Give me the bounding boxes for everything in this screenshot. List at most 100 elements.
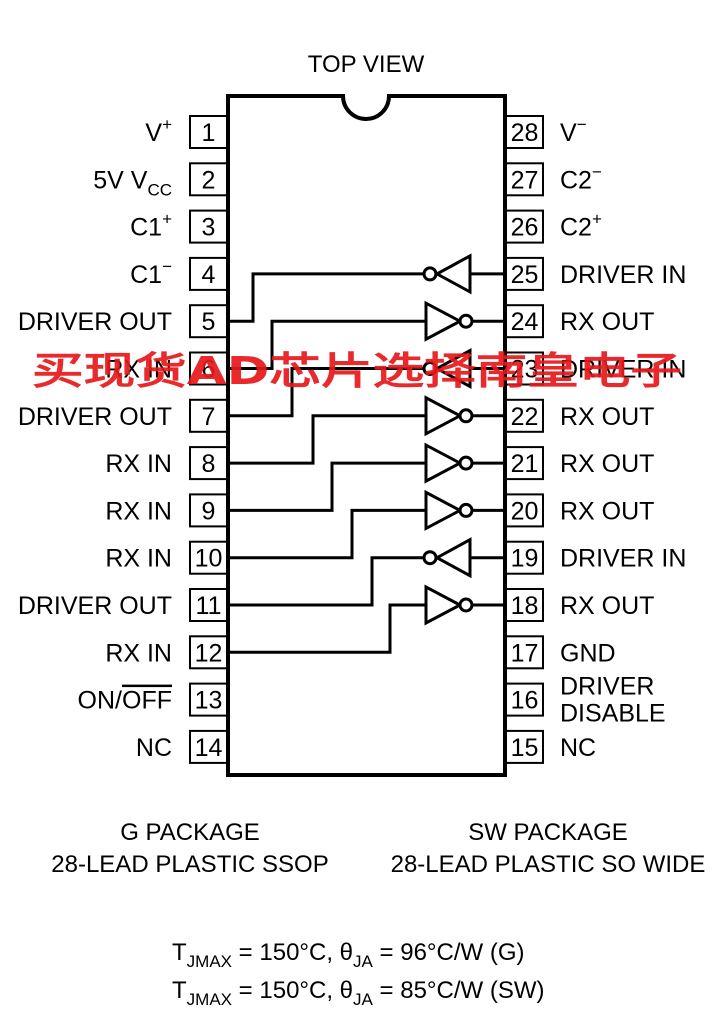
left-pin-label-2: 5V VCC <box>93 166 172 199</box>
receiver-gate-7 <box>424 584 464 626</box>
left-pin-text-3: C1 <box>130 214 162 242</box>
left-pin-text-14: NC <box>136 734 172 762</box>
left-pin-text-6: RX IN <box>105 356 172 384</box>
left-pin-number-14: 14 <box>195 734 223 762</box>
thermal-g-t: T <box>172 939 187 966</box>
left-pin-label-8: RX IN <box>105 450 172 478</box>
right-pin-number-17: 17 <box>511 639 539 667</box>
left-pin-label-5: DRIVER OUT <box>18 308 172 336</box>
receiver-bubble-5 <box>458 502 474 518</box>
receiver-bubble-1 <box>458 313 474 329</box>
watermark-text: 买现货AD芯片选择南皇电子 <box>32 349 682 393</box>
right-pin-box-15 <box>505 729 544 764</box>
left-pin-text-10: RX IN <box>105 545 172 573</box>
left-pin-overline-13: OFF <box>122 687 172 715</box>
right-pin-text-25: DRIVER IN <box>560 261 686 289</box>
driver-bubble-0 <box>422 266 438 282</box>
left-pin-box-5 <box>189 304 228 339</box>
right-pin-text-20: RX OUT <box>560 497 654 525</box>
right-pin-text-23: DRIVER IN <box>560 356 686 384</box>
left-pin-text-7: DRIVER OUT <box>18 403 172 431</box>
left-pin-label-1: V+ <box>145 115 172 147</box>
right-pin-number-21: 21 <box>511 450 539 478</box>
right-pin-text-28: V <box>560 119 577 147</box>
receiver-gate-1 <box>424 300 464 342</box>
right-pin-label-18: RX OUT <box>560 592 654 620</box>
right-pin-label-26: C2+ <box>560 210 602 242</box>
left-pin-label-12: RX IN <box>105 639 172 667</box>
left-pin-box-8 <box>189 446 228 481</box>
right-pin-box-25 <box>505 256 544 291</box>
left-pin-box-13 <box>189 682 228 717</box>
right-pin-text-24: RX OUT <box>560 308 654 336</box>
left-pin-sup-3: + <box>162 210 172 229</box>
thermal-g-a: = 150°C, θ <box>232 939 353 966</box>
left-pin-sup-1: + <box>162 115 172 134</box>
right-pin-text-21: RX OUT <box>560 450 654 478</box>
receiver-gate-5 <box>424 489 464 531</box>
right-pin-box-28 <box>505 115 544 149</box>
right-pin-label-25: DRIVER IN <box>560 261 686 289</box>
left-pin-text-13: ON/ <box>78 687 123 715</box>
left-pin-text-2: 5V V <box>93 166 148 194</box>
driver-gate-2 <box>433 347 472 390</box>
left-pin-label-14: NC <box>136 734 172 762</box>
package-left-line1: G PACKAGE <box>120 819 260 846</box>
left-pin-number-12: 12 <box>195 639 223 667</box>
left-pin-number-8: 8 <box>202 450 216 478</box>
thermal-sw-b: = 85°C/W (SW) <box>373 977 545 1004</box>
left-pin-label-3: C1+ <box>130 210 172 242</box>
right-pin-number-15: 15 <box>511 734 539 762</box>
left-pin-box-9 <box>189 493 228 528</box>
right-pin-sup-27: − <box>592 162 602 181</box>
receiver-bubble-3 <box>458 408 474 424</box>
right-pin-box-26 <box>505 209 544 244</box>
wire-3 <box>229 414 426 465</box>
left-pin-box-4 <box>189 256 228 291</box>
left-pin-number-13: 13 <box>195 687 223 715</box>
right-pin-text-22: RX OUT <box>560 403 654 431</box>
ic-body <box>226 94 507 777</box>
left-pin-sub-2: CC <box>147 180 172 199</box>
wire-7 <box>229 603 426 654</box>
right-pin-text-26: C2 <box>560 214 592 242</box>
driver-bubble-6 <box>422 550 438 566</box>
right-pin-box-19 <box>505 540 544 575</box>
right-pin-text-17: GND <box>560 639 616 667</box>
driver-gate-0 <box>433 253 472 295</box>
right-pin-label-27: C2− <box>560 162 602 194</box>
right-pin-box-23 <box>505 351 544 386</box>
right-pin-number-24: 24 <box>511 308 539 336</box>
right-pin-text-15: NC <box>560 734 596 762</box>
wire-5 <box>229 508 426 560</box>
right-pin-number-18: 18 <box>511 592 539 620</box>
right-pin-label-15: NC <box>560 734 596 762</box>
left-pin-box-2 <box>189 162 228 197</box>
right-pin-sup-26: + <box>592 210 602 229</box>
wire-1 <box>229 319 426 370</box>
right-pin-number-23: 23 <box>511 356 539 384</box>
package-left-line2: 28-LEAD PLASTIC SSOP <box>51 851 328 878</box>
driver-bubble-2 <box>422 361 438 376</box>
package-right-line2: 28-LEAD PLASTIC SO WIDE <box>391 851 706 878</box>
thermal-g-asub: JA <box>353 952 374 971</box>
right-pin-text-19: DRIVER IN <box>560 545 686 573</box>
right-pin-label-19: DRIVER IN <box>560 545 686 573</box>
right-pin-box-17 <box>505 635 544 670</box>
right-pin-text-18: RX OUT <box>560 592 654 620</box>
thermal-sw-a: = 150°C, θ <box>232 977 353 1004</box>
left-pin-label-4: C1− <box>130 257 172 289</box>
right-pin-text2-16: DISABLE <box>560 700 666 728</box>
left-pin-box-11 <box>189 588 228 622</box>
right-pin-number-27: 27 <box>511 166 539 194</box>
top-view-label: TOP VIEW <box>308 51 425 78</box>
left-pin-text-4: C1 <box>130 261 162 289</box>
wire-4 <box>229 461 426 512</box>
left-pin-label-10: RX IN <box>105 545 172 573</box>
right-pin-number-25: 25 <box>511 261 539 289</box>
right-pin-box-24 <box>505 304 544 339</box>
left-pin-number-1: 1 <box>202 119 216 147</box>
